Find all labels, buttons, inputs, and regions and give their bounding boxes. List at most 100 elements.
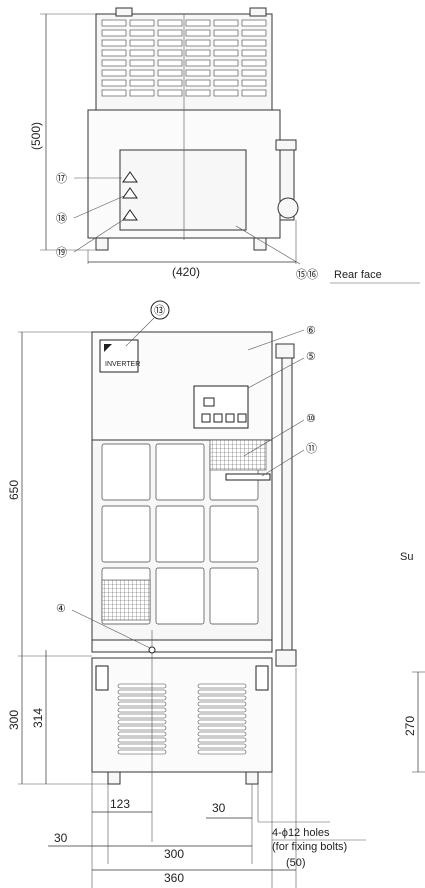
dim-30-mid: 30 (212, 801, 226, 815)
grille-slat (185, 19, 211, 27)
louver-slat (117, 725, 167, 731)
leader-13 (125, 317, 155, 347)
louver-slat (117, 707, 167, 713)
dim-123: 123 (110, 797, 130, 811)
top-foot-left (95, 237, 109, 251)
top-pipe-joint-bottom (277, 197, 299, 219)
leader-5 (247, 357, 305, 389)
grille-slat (241, 69, 267, 77)
warning-icon (122, 187, 138, 199)
callout-13: ⑬ (154, 304, 165, 317)
grille-slat (157, 19, 183, 27)
callout-circle (150, 300, 170, 320)
louver-slat (117, 737, 167, 743)
grille-slat (241, 19, 267, 27)
grille-slat (213, 59, 239, 67)
holes-note-2: (for fixing bolts) (272, 841, 347, 853)
top-pipe-joint-top (275, 139, 297, 151)
logo-mark-icon (104, 344, 112, 352)
filter-panel (209, 505, 259, 563)
top-foot-right (253, 237, 267, 251)
grille-slat (101, 89, 127, 97)
grille-slat (101, 19, 127, 27)
filter-panel (155, 505, 205, 563)
control-button (225, 413, 235, 423)
callout-19: ⑲ (56, 246, 67, 259)
louver-slat (197, 683, 247, 689)
callout-6: ⑥ (306, 325, 316, 337)
grille-slat (213, 29, 239, 37)
louver-slat (117, 683, 167, 689)
grille-slat (241, 89, 267, 97)
louver-slat (117, 713, 167, 719)
mounting-hole (148, 646, 156, 654)
grille-slat (185, 29, 211, 37)
leader-4 (71, 609, 151, 649)
leader-15-16 (235, 225, 301, 265)
louver-slat (197, 749, 247, 755)
louver-slat (117, 743, 167, 749)
holes-note-1: 4-ϕ12 holes (272, 827, 330, 839)
grille-slat (213, 19, 239, 27)
leader-10 (243, 419, 305, 457)
stand-slot-left (95, 665, 109, 691)
grille-slat (213, 89, 239, 97)
louver-slat (197, 725, 247, 731)
grille-slat (101, 49, 127, 57)
grille-slat (157, 29, 183, 37)
dim-314: 314 (31, 708, 45, 728)
grille-slat (101, 29, 127, 37)
control-button (201, 413, 211, 423)
louver-slat (197, 689, 247, 695)
dim-650: 650 (7, 480, 21, 500)
callout-15-16: ⑮⑯ (296, 268, 318, 281)
grille-slat (185, 49, 211, 57)
callout-4: ④ (56, 603, 66, 615)
dim-50: (50) (286, 857, 306, 869)
callout-17: ⑰ (56, 172, 67, 185)
grille-slat (185, 79, 211, 87)
filter-panel (101, 443, 151, 501)
bracket (225, 473, 271, 481)
dim-420: (420) (172, 265, 200, 279)
display-window (203, 397, 215, 407)
grille-slat (241, 29, 267, 37)
grille-slat (213, 49, 239, 57)
top-inner-panel (119, 149, 247, 231)
louver-slat (197, 707, 247, 713)
stand-foot-left (107, 771, 121, 785)
front-pipe (281, 351, 293, 659)
dim-30-left: 30 (54, 831, 68, 845)
grille-slat (241, 59, 267, 67)
grille-slat (157, 89, 183, 97)
grille-slat (213, 79, 239, 87)
top-lug-left (115, 7, 133, 17)
rear-face-label: Rear face (334, 269, 382, 281)
dim-300-bottom: 300 (164, 847, 184, 861)
leader-11 (261, 449, 305, 477)
grille-slat (185, 69, 211, 77)
top-lug-right (249, 7, 267, 17)
grille-slat (101, 59, 127, 67)
pipe-joint-top (275, 343, 295, 359)
front-view: INVERTER ⑬ ⑥ (7, 300, 425, 888)
louver-slat (117, 731, 167, 737)
louver-slat (197, 731, 247, 737)
grille-slat (157, 79, 183, 87)
pipe-joint-bottom (275, 649, 297, 667)
grille-slat (129, 89, 155, 97)
grille-slat (157, 49, 183, 57)
callout-5: ⑤ (306, 351, 316, 363)
dim-300-vertical: 300 (7, 710, 21, 730)
grille-slat (101, 79, 127, 87)
grille-slat (185, 39, 211, 47)
warning-icon (122, 209, 138, 221)
filter-panel (101, 505, 151, 563)
grille-slat (241, 79, 267, 87)
dim-360: 360 (164, 871, 184, 885)
callout-18: ⑱ (56, 212, 67, 225)
dim-500: (500) (29, 122, 43, 150)
grille-slat (241, 39, 267, 47)
